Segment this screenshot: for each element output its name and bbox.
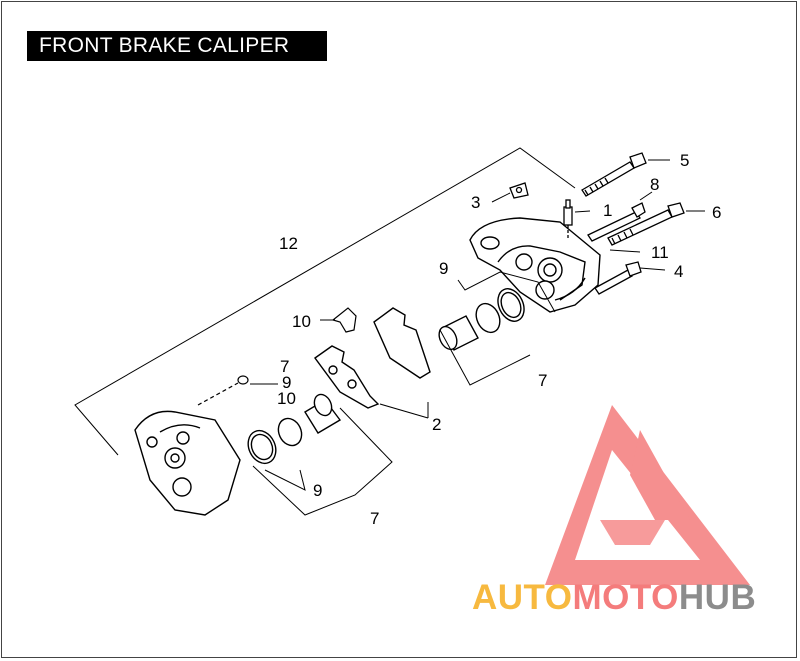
callout-9-left-bottom: 9 [313, 481, 322, 500]
callout-4: 4 [674, 262, 683, 281]
callout-6: 6 [712, 203, 721, 222]
oring-9-small [197, 375, 249, 406]
piston-left [304, 393, 342, 434]
callout-10-lower: 10 [277, 389, 296, 408]
brand-part-moto: MOTO [572, 578, 679, 617]
bolt-4 [594, 261, 642, 295]
callout-7-left-top: 7 [280, 357, 289, 376]
pad-clip-10 [331, 307, 357, 333]
brake-pad-rear [373, 307, 431, 379]
watermark-brand-text: AUTOMOTOHUB [472, 578, 756, 618]
watermark-logo [545, 405, 750, 585]
callout-9-left-top: 9 [282, 373, 291, 392]
bolt-8 [587, 202, 646, 242]
callout-7-left-bottom: 7 [370, 509, 379, 528]
group-12-bracket [74, 147, 576, 456]
caliper-body-upper [469, 217, 601, 313]
seal-rings-left [247, 417, 303, 465]
callout-labels: 1 2 3 4 5 6 7 7 7 8 9 9 9 10 10 11 12 [277, 151, 721, 528]
callout-9-right: 9 [439, 259, 448, 278]
bolt-6 [607, 202, 685, 246]
callout-10-upper: 10 [292, 312, 311, 331]
callout-7-right: 7 [538, 371, 547, 390]
caliper-body-lower [134, 410, 241, 516]
brake-pad-front [314, 345, 380, 409]
callout-11: 11 [651, 243, 669, 262]
bleeder-valve-1 [563, 199, 573, 238]
bolt-5 [581, 152, 647, 197]
callout-8: 8 [650, 175, 659, 194]
piston-right [438, 315, 479, 351]
clip-3 [509, 182, 529, 199]
callout-2: 2 [432, 415, 441, 434]
callout-5: 5 [680, 151, 689, 170]
leader-lines [250, 159, 705, 516]
callout-1: 1 [603, 201, 612, 220]
brand-part-hub: HUB [678, 578, 757, 617]
callout-3: 3 [471, 193, 480, 212]
brand-part-auto: AUTO [472, 578, 573, 617]
diagram-title: FRONT BRAKE CALIPER [27, 31, 327, 61]
callout-12: 12 [279, 234, 298, 253]
seal-rings-right [475, 288, 525, 334]
